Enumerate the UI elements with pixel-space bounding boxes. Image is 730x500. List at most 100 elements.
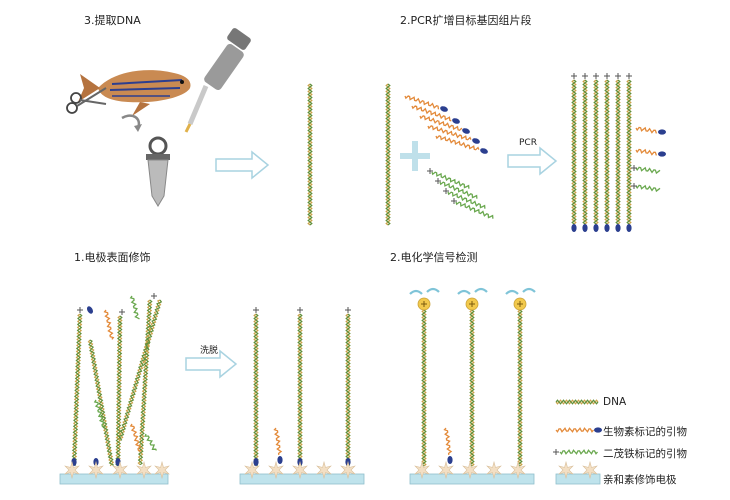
panel-title-extract: 3.提取DNA xyxy=(84,14,141,27)
ferrocene-label xyxy=(604,73,610,79)
dna-helix xyxy=(87,339,115,467)
dna-strand xyxy=(253,313,259,466)
dna-strand xyxy=(421,309,427,467)
electron-wave-icon xyxy=(426,287,440,293)
primer-strand xyxy=(129,423,142,452)
ferrocene-label xyxy=(151,293,157,299)
ferrocene-label xyxy=(427,168,433,174)
dna-helix xyxy=(115,315,123,467)
legend-label-dna: DNA xyxy=(603,396,627,408)
electrode xyxy=(59,460,170,485)
biotin-label xyxy=(615,224,621,232)
flow-arrow-wash xyxy=(185,349,238,379)
dna-strand xyxy=(307,83,313,226)
pipette-icon xyxy=(184,28,251,133)
biotin-label xyxy=(440,106,448,112)
biotin-label xyxy=(626,224,632,232)
zebrafish-icon xyxy=(78,70,191,116)
biotin-label xyxy=(604,224,610,232)
streptavidin-star xyxy=(486,460,502,480)
dna-strands xyxy=(71,79,632,467)
primer-strand xyxy=(435,135,480,151)
primer-strand xyxy=(404,95,440,110)
primers xyxy=(71,73,666,466)
primer-strand xyxy=(273,427,283,455)
electron-wave-icon xyxy=(522,287,536,293)
flow-arrow-pcr xyxy=(507,146,558,176)
dna-strand xyxy=(297,313,303,466)
streptavidin-star xyxy=(136,460,152,480)
streptavidin-star xyxy=(64,460,80,480)
dna-helix xyxy=(297,313,303,466)
electrodes xyxy=(59,460,535,485)
biotin-label xyxy=(452,118,460,124)
ferrocene-label xyxy=(119,309,125,315)
legend-label-biotin-primer: 生物素标记的引物 xyxy=(603,426,687,438)
dna-strand xyxy=(626,79,632,225)
streptavidin-star xyxy=(244,460,260,480)
dna-helix xyxy=(615,79,621,225)
primer-strand xyxy=(411,105,452,122)
primer-strand xyxy=(635,126,658,134)
streptavidin-star xyxy=(292,460,308,480)
dna-helix xyxy=(307,83,313,226)
ferrocene-label xyxy=(626,73,632,79)
dna-strand xyxy=(137,299,153,466)
dna-helix xyxy=(593,79,599,225)
legend-icons xyxy=(553,399,602,485)
electrode xyxy=(239,460,365,485)
biotin-label xyxy=(462,128,470,134)
primer-strand xyxy=(439,181,478,199)
primer-strand xyxy=(427,125,472,141)
dna-strand xyxy=(582,79,588,225)
legend-label-electrode: 亲和素修饰电极 xyxy=(603,474,677,486)
primer-strand xyxy=(635,148,658,156)
ferrocene-label xyxy=(77,307,83,313)
dna-strand xyxy=(345,313,351,466)
dna-helix xyxy=(71,313,83,466)
ferrocene-label xyxy=(593,73,599,79)
primer-strand xyxy=(447,191,486,209)
ferrocene-label xyxy=(553,449,559,455)
dna-helix xyxy=(253,313,259,466)
primer-strand xyxy=(431,171,470,189)
biotin-label xyxy=(253,458,259,466)
primer-strand xyxy=(555,427,594,433)
dna-helix xyxy=(345,313,351,466)
primer-strand xyxy=(443,427,453,455)
streptavidin-star xyxy=(340,460,356,480)
dna-strand xyxy=(88,339,115,466)
ferrocene-label xyxy=(631,183,637,189)
dna-helix xyxy=(469,309,475,467)
biotin-label xyxy=(480,148,488,154)
biotin-label xyxy=(571,224,577,232)
dna-strand xyxy=(604,79,610,225)
dna-strand xyxy=(385,83,391,226)
streptavidin-star xyxy=(582,460,598,480)
panel-title-modify: 1.电极表面修饰 xyxy=(74,251,151,264)
biotin-label xyxy=(86,306,94,314)
primer-strand xyxy=(455,201,494,219)
dna-helix xyxy=(604,79,610,225)
dna-strand xyxy=(615,79,621,225)
dna-helix xyxy=(517,309,523,467)
pcr-arrow-label: PCR xyxy=(519,138,537,148)
tube-icon xyxy=(146,136,170,207)
dna-strand xyxy=(115,315,123,467)
ferrocene-label xyxy=(631,165,637,171)
dna-strand xyxy=(71,313,83,466)
panel-title-detect: 2.电化学信号检测 xyxy=(390,251,478,264)
electron-wave-icon xyxy=(409,289,423,295)
dna-strand xyxy=(385,83,391,226)
dna-helix xyxy=(421,309,427,467)
biotin-label xyxy=(658,129,666,135)
legend-electrode-swatch xyxy=(555,473,601,485)
biotin-label xyxy=(594,427,602,433)
ferrocene-label xyxy=(451,198,457,204)
streptavidin-star xyxy=(268,460,284,480)
dna-strand xyxy=(517,309,523,467)
ferrocene-label xyxy=(345,307,351,313)
dna-strand xyxy=(307,83,313,226)
streptavidin-star xyxy=(112,460,128,480)
